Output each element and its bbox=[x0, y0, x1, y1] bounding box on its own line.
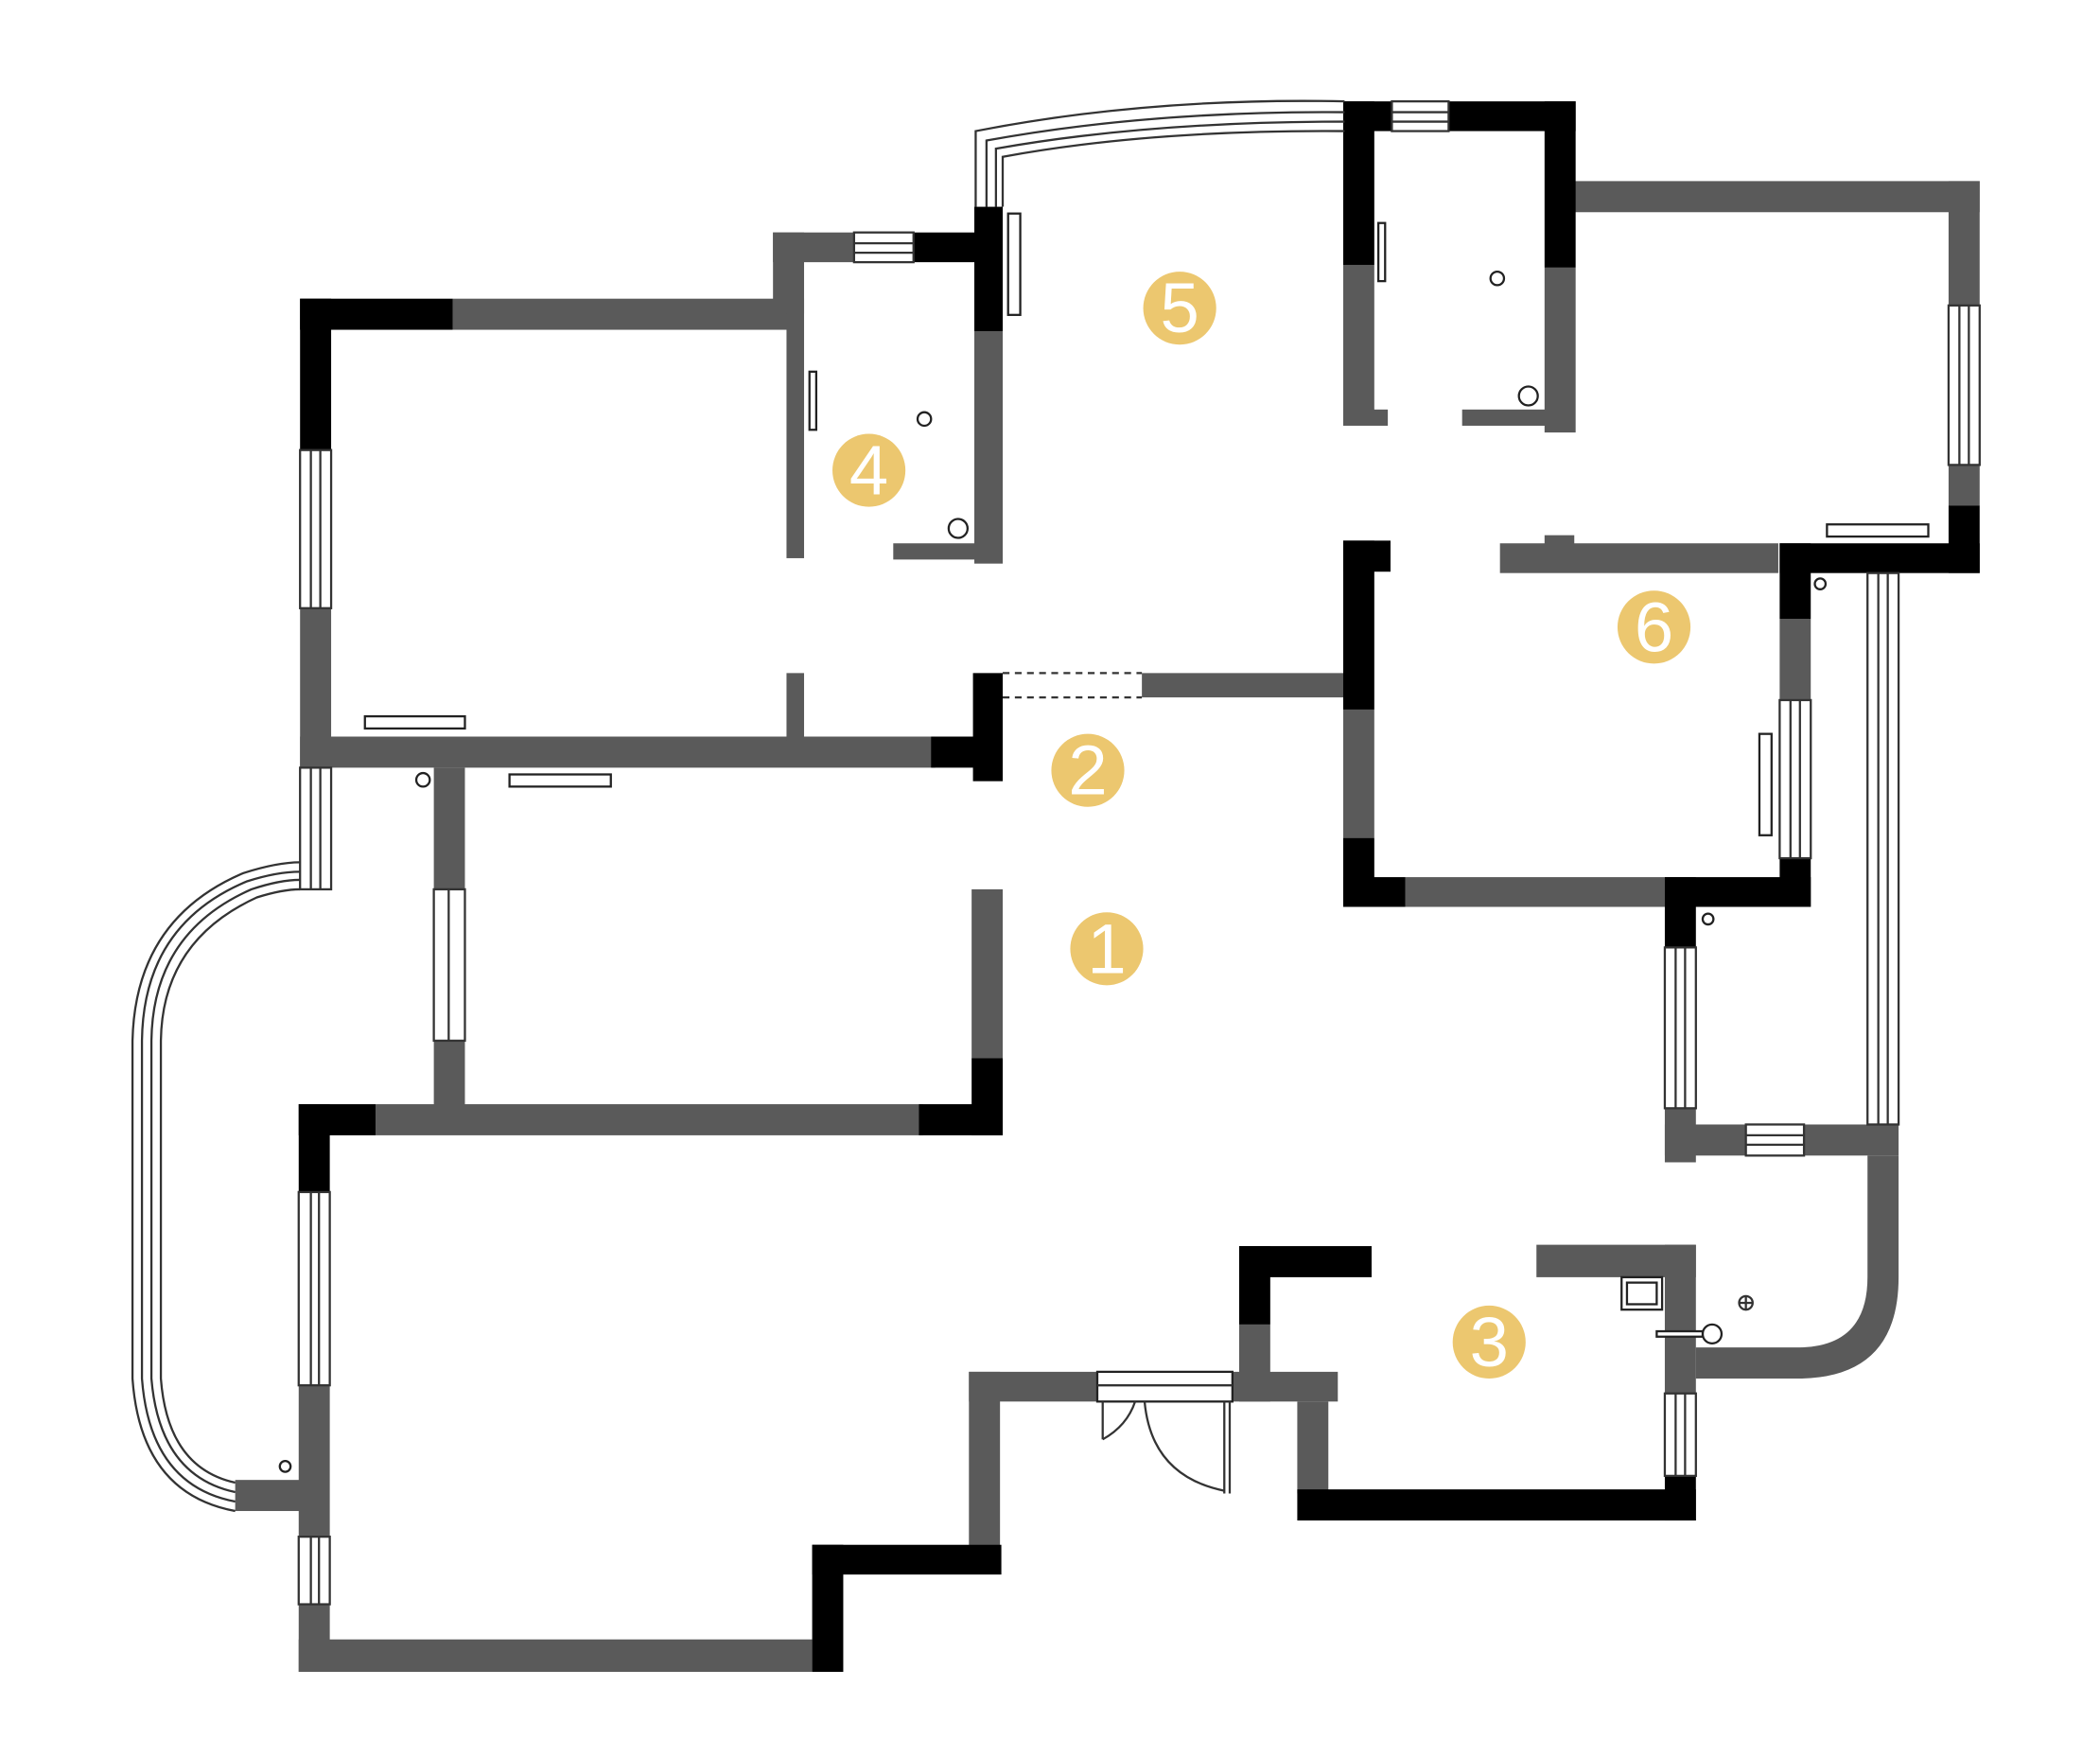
room-marker-5-label: 5 bbox=[1160, 269, 1199, 347]
room-marker-6: 6 bbox=[1617, 588, 1691, 666]
room-marker-3: 3 bbox=[1452, 1303, 1526, 1381]
room-marker-5: 5 bbox=[1143, 269, 1216, 347]
room-marker-6-label: 6 bbox=[1635, 588, 1673, 666]
structural-walls bbox=[298, 101, 1980, 1673]
room-marker-2-label: 2 bbox=[1068, 731, 1107, 810]
room-marker-4-label: 4 bbox=[849, 431, 888, 510]
partition-walls bbox=[235, 181, 1980, 1673]
fixtures bbox=[278, 212, 1930, 1494]
windows bbox=[131, 99, 1981, 1606]
room-marker-1-label: 1 bbox=[1087, 909, 1126, 988]
room-marker-2: 2 bbox=[1051, 731, 1125, 810]
room-marker-3-label: 3 bbox=[1470, 1303, 1509, 1381]
room-marker-1: 1 bbox=[1070, 909, 1144, 988]
room-markers: 1 2 3 4 5 6 bbox=[832, 269, 1691, 1381]
room-marker-4: 4 bbox=[832, 431, 906, 510]
